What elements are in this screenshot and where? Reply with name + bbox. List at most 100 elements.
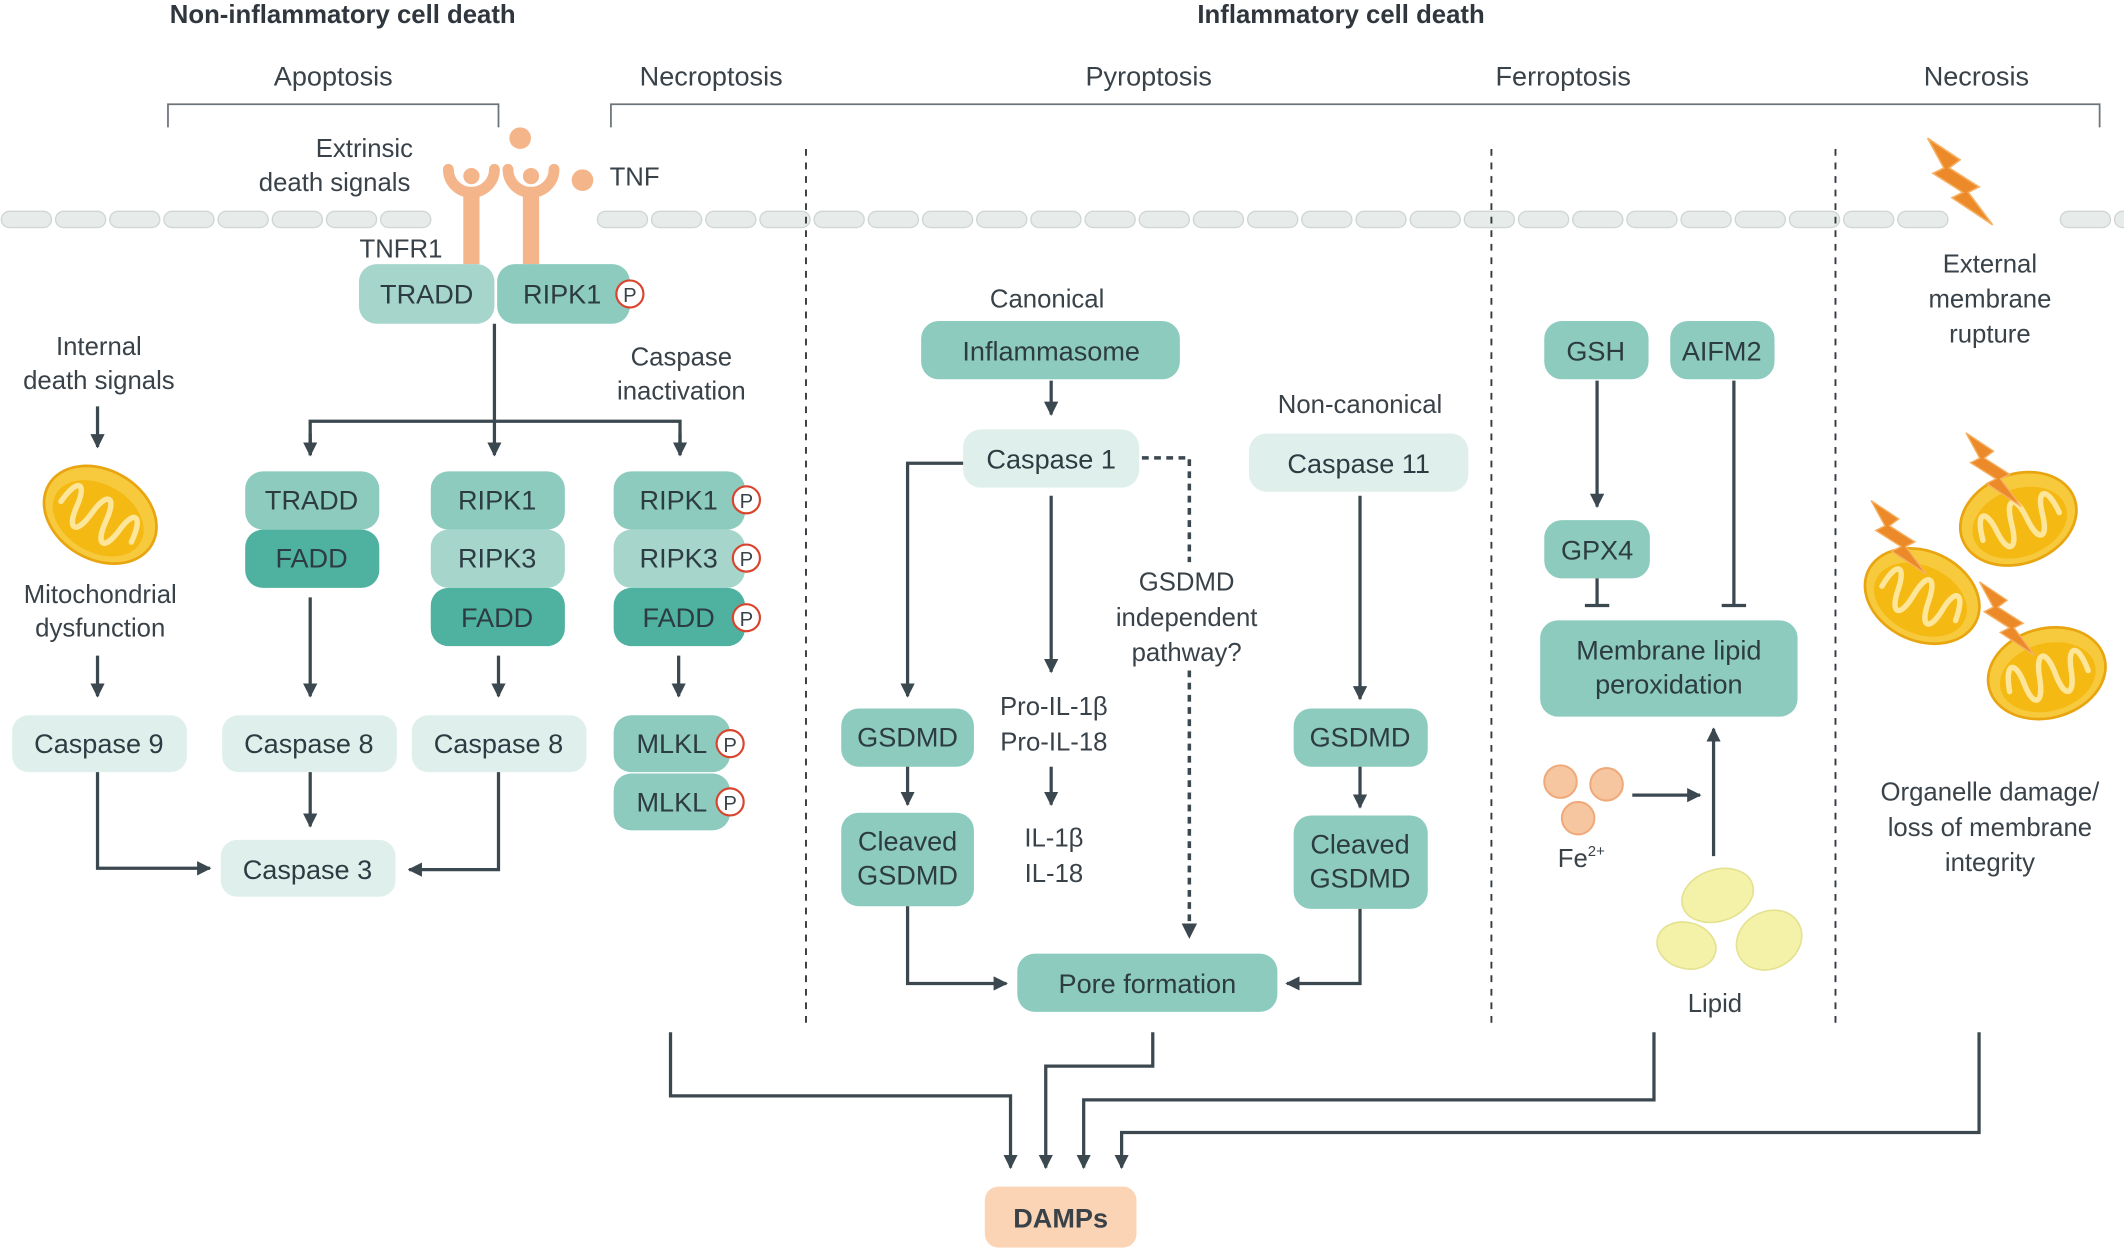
svg-text:P: P: [723, 735, 737, 757]
mitochondrion-icon: [42, 464, 158, 565]
membrane-segment: [1680, 210, 1732, 229]
receptor-stalk-2: [522, 186, 540, 265]
gsdmd-nc-label: GSDMD: [1310, 721, 1411, 752]
mito-label-line2: dysfunction: [35, 615, 165, 643]
caspase8-b-label: Caspase 8: [434, 728, 563, 759]
extrinsic-label-line2: death signals: [259, 169, 411, 197]
caspase9-label: Caspase 9: [34, 728, 163, 759]
fadd-box: [245, 529, 380, 588]
membrane-segment: [759, 210, 811, 229]
membrane-segment: [271, 210, 324, 229]
necro-ripk1-box: [613, 471, 746, 530]
lipid-label: Lipid: [1688, 990, 1742, 1018]
membrane-segment: [1138, 210, 1191, 229]
membrane-segment: [1734, 210, 1787, 229]
membrane-segment: [2113, 210, 2124, 229]
svg-text:P: P: [740, 491, 754, 513]
caspase8-b-box: [411, 715, 587, 773]
fadd-label: FADD: [275, 543, 347, 574]
lightning-bolt-3-icon: [1978, 581, 2036, 657]
lightning-bolt-1-icon: [1965, 432, 2022, 508]
lipid-peroxidation-line2: peroxidation: [1595, 669, 1743, 700]
cleaved-gsdmd-line2: GSDMD: [857, 860, 958, 891]
svg-text:P: P: [723, 793, 737, 815]
lipid-peroxidation-box: [1540, 620, 1798, 717]
mlkl-2-box: [613, 773, 731, 831]
cleaved-gsdmd-line1: Cleaved: [858, 826, 957, 857]
inflammasome-label: Inflammasome: [962, 335, 1140, 366]
membrane-segment: [54, 210, 107, 229]
gsdmd-indep-line1: GSDMD: [1139, 569, 1235, 597]
inflammatory-bracket: [610, 103, 2101, 128]
tradd-box: [245, 471, 380, 530]
tnf-ligand-1: [509, 127, 532, 150]
membrane-segment: [650, 210, 703, 229]
arrow-caspase1-to-gsdmd: [900, 461, 964, 698]
membrane-segment: [1246, 210, 1299, 229]
lipid-droplets-icon: [1656, 867, 1803, 971]
organelle-damage-line2: loss of membrane: [1888, 814, 2092, 842]
caspase-inactivation-line1: Caspase: [631, 344, 733, 372]
caspase11-label: Caspase 11: [1287, 448, 1430, 479]
membrane-segment: [1463, 210, 1516, 229]
tradd-receptor-label: TRADD: [380, 278, 473, 309]
arrow-necroptosis-to-damps: [668, 1032, 1018, 1170]
arrow-caspase9-to-caspase3: [95, 772, 212, 876]
necro-ripk3-box: [613, 529, 746, 588]
lipid-peroxidation-line1: Membrane lipid: [1576, 635, 1761, 666]
canonical-label: Canonical: [990, 285, 1104, 313]
membrane-segment: [163, 210, 215, 229]
caspase-inactivation-line2: inactivation: [617, 378, 746, 406]
membrane-segment: [0, 210, 53, 229]
aifm2-label: AIFM2: [1682, 335, 1762, 366]
arrow-necrosis-to-damps: [1114, 1032, 1981, 1170]
phospho-badge-ripk1: P: [731, 485, 762, 515]
apoptosis-bracket: [167, 103, 500, 128]
inhibit-gpx4: [1584, 578, 1610, 608]
membrane-segment: [1355, 210, 1407, 229]
svg-text:P: P: [623, 285, 637, 307]
noncanonical-label: Non-canonical: [1278, 391, 1442, 419]
pro-il18-label: Pro-IL-18: [1000, 728, 1107, 756]
necro-ripk1-label: RIPK1: [640, 484, 718, 515]
cleaved-gsdmd-nc-box: [1293, 815, 1428, 909]
section-necrosis: Necrosis: [1924, 60, 2029, 91]
ripk3-stack-box: [430, 529, 565, 588]
cleaved-gsdmd-box: [841, 812, 974, 907]
tnf-label: TNF: [610, 164, 660, 192]
mlkl-1-box: [613, 715, 731, 773]
section-apoptosis: Apoptosis: [274, 60, 393, 91]
caspase8-a-box: [222, 715, 397, 773]
membrane-segment: [867, 210, 920, 229]
tradd-label: TRADD: [265, 484, 358, 515]
gsdmd-indep-line2: independent: [1116, 604, 1258, 632]
necro-ripk3-label: RIPK3: [640, 543, 718, 574]
receptor-dot-2: [522, 167, 540, 185]
ripk3-stack-label: RIPK3: [458, 543, 536, 574]
caspase1-box: [963, 429, 1140, 488]
membrane-segment: [109, 210, 161, 229]
damps-box: [984, 1186, 1137, 1248]
membrane-segment: [217, 210, 269, 229]
membrane-segment: [705, 210, 757, 229]
organelle-damage-line1: Organelle damage/: [1881, 779, 2101, 807]
iron-ions-icon: [1543, 764, 1624, 836]
membrane-segment: [1788, 210, 1841, 229]
svg-text:P: P: [740, 609, 754, 631]
membrane-segment: [1030, 210, 1082, 229]
arrow-cleaved-nc-to-pore: [1285, 908, 1362, 991]
membrane-segment: [1301, 210, 1353, 229]
membrane-segment: [1897, 210, 1949, 229]
necro-fadd-label: FADD: [643, 602, 715, 633]
gsdmd-nc-box: [1293, 708, 1428, 767]
lightning-bolt-2-icon: [1870, 499, 1927, 575]
mitochondrion-damaged-1-icon: [1958, 470, 2078, 567]
tnfr1-label: TNFR1: [360, 235, 443, 263]
gpx4-box: [1544, 520, 1650, 579]
gpx4-label: GPX4: [1561, 534, 1633, 565]
organelle-damage-line3: integrity: [1945, 849, 2035, 877]
gsdmd-box: [841, 708, 974, 767]
gsdmd-indep-line3: pathway?: [1132, 639, 1242, 667]
caspase8-a-label: Caspase 8: [244, 728, 373, 759]
arrow-caspase8b-to-caspase3: [407, 772, 501, 877]
